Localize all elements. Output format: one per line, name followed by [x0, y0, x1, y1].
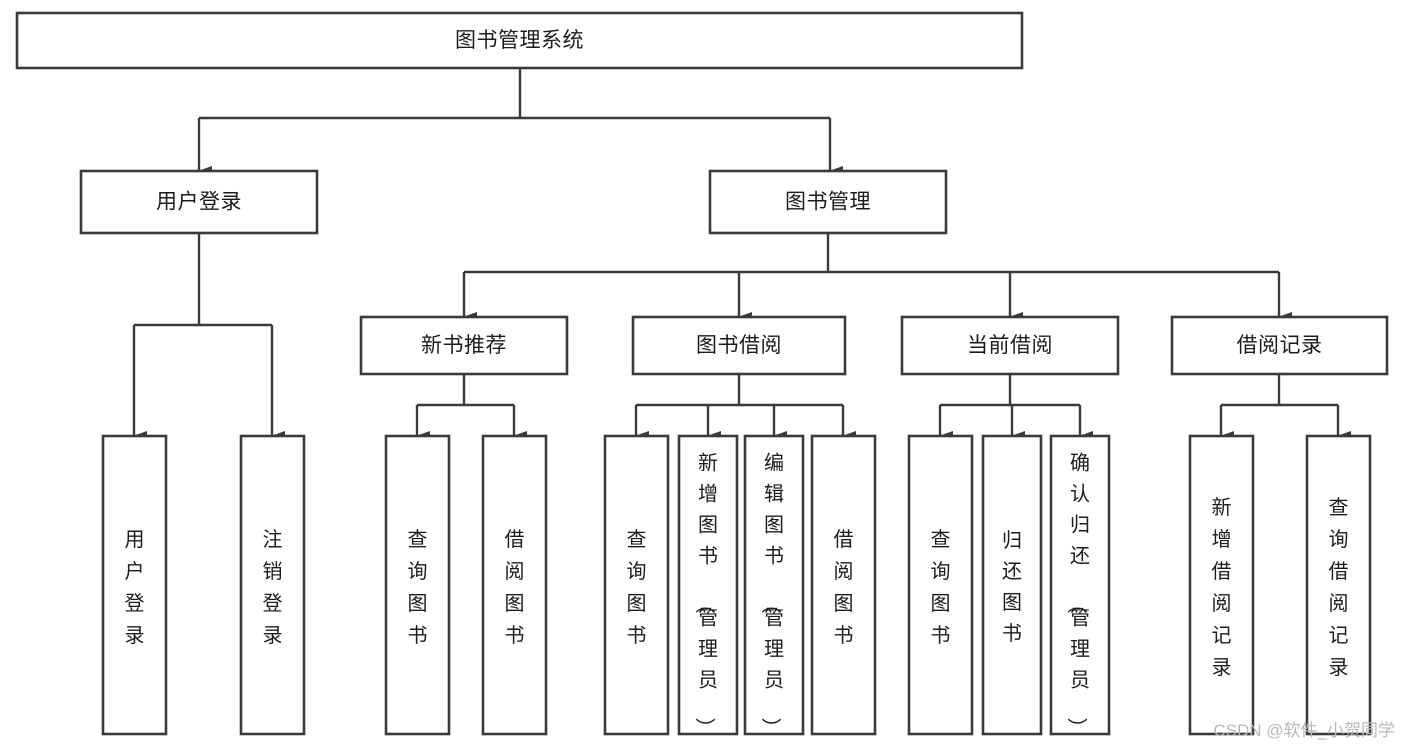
node-leaf-borrow-book-2-label: 借阅图书	[834, 528, 854, 647]
node-leaf-user-login-label: 用户登录	[125, 529, 145, 647]
node-leaf-query-book-2-label: 查询图书	[627, 528, 647, 647]
node-user-login-label: 用户登录	[156, 191, 242, 214]
node-book-manage-label: 图书管理	[785, 191, 871, 214]
connector-book-borrow-children	[634, 374, 856, 441]
node-leaf-borrow-book-1-label: 借阅图书	[505, 528, 525, 647]
node-book-manage[interactable]: 图书管理	[708, 169, 948, 235]
connector-borrow-record-children	[1219, 374, 1351, 441]
node-layer: 图书管理系统用户登录图书管理新书推荐图书借阅当前借阅借阅记录用户登录注销登录查询…	[15, 11, 1389, 738]
node-leaf-logout-login[interactable]: 注销登录	[239, 434, 306, 736]
node-leaf-add-record-label: 新增借阅记录	[1212, 496, 1232, 679]
node-leaf-add-book[interactable]: 新增图书（管理员）	[677, 434, 739, 738]
connector-book-manage-children	[462, 233, 1292, 322]
node-book-borrow[interactable]: 图书借阅	[631, 315, 847, 376]
node-leaf-query-book-1[interactable]: 查询图书	[384, 434, 451, 736]
node-current-borrow-label: 当前借阅	[967, 334, 1053, 357]
connector-user-login-children	[132, 233, 285, 441]
node-leaf-query-book-3-label: 查询图书	[931, 528, 951, 647]
node-book-borrow-label: 图书借阅	[696, 334, 782, 357]
node-leaf-edit-book[interactable]: 编辑图书（管理员）	[743, 434, 805, 738]
node-borrow-record[interactable]: 借阅记录	[1170, 315, 1389, 376]
connector-root-to-level2	[197, 68, 843, 176]
node-leaf-confirm-return-label: 确认归还（管理员）	[1065, 452, 1090, 738]
node-leaf-query-record-label: 查询借阅记录	[1329, 496, 1349, 679]
node-leaf-return-book[interactable]: 归还图书	[981, 434, 1043, 736]
node-new-book-recommend[interactable]: 新书推荐	[359, 315, 569, 376]
node-leaf-borrow-book-1[interactable]: 借阅图书	[481, 434, 548, 736]
node-leaf-query-record[interactable]: 查询借阅记录	[1305, 434, 1372, 736]
node-leaf-return-book-label: 归还图书	[1002, 529, 1022, 645]
node-new-book-recommend-label: 新书推荐	[421, 334, 507, 357]
node-leaf-user-login[interactable]: 用户登录	[101, 434, 168, 736]
node-borrow-record-label: 借阅记录	[1237, 334, 1323, 357]
node-leaf-query-book-2[interactable]: 查询图书	[603, 434, 670, 736]
connector-layer	[132, 68, 1351, 441]
node-current-borrow[interactable]: 当前借阅	[900, 315, 1120, 376]
node-leaf-borrow-book-2[interactable]: 借阅图书	[810, 434, 877, 736]
node-leaf-query-book-1-label: 查询图书	[408, 528, 428, 647]
node-user-login[interactable]: 用户登录	[79, 169, 319, 235]
node-root-图书管理系统-label: 图书管理系统	[455, 29, 584, 52]
node-leaf-add-record[interactable]: 新增借阅记录	[1188, 434, 1255, 736]
node-leaf-confirm-return[interactable]: 确认归还（管理员）	[1049, 434, 1111, 738]
node-leaf-logout-login-label: 注销登录	[263, 528, 283, 647]
node-root-图书管理系统[interactable]: 图书管理系统	[15, 11, 1024, 70]
connector-new-book-recommend-children	[415, 374, 527, 441]
node-leaf-add-book-label: 新增图书（管理员）	[693, 452, 718, 738]
node-leaf-query-book-3[interactable]: 查询图书	[907, 434, 974, 736]
node-leaf-edit-book-label: 编辑图书（管理员）	[759, 452, 784, 738]
connector-current-borrow-children	[938, 374, 1093, 441]
